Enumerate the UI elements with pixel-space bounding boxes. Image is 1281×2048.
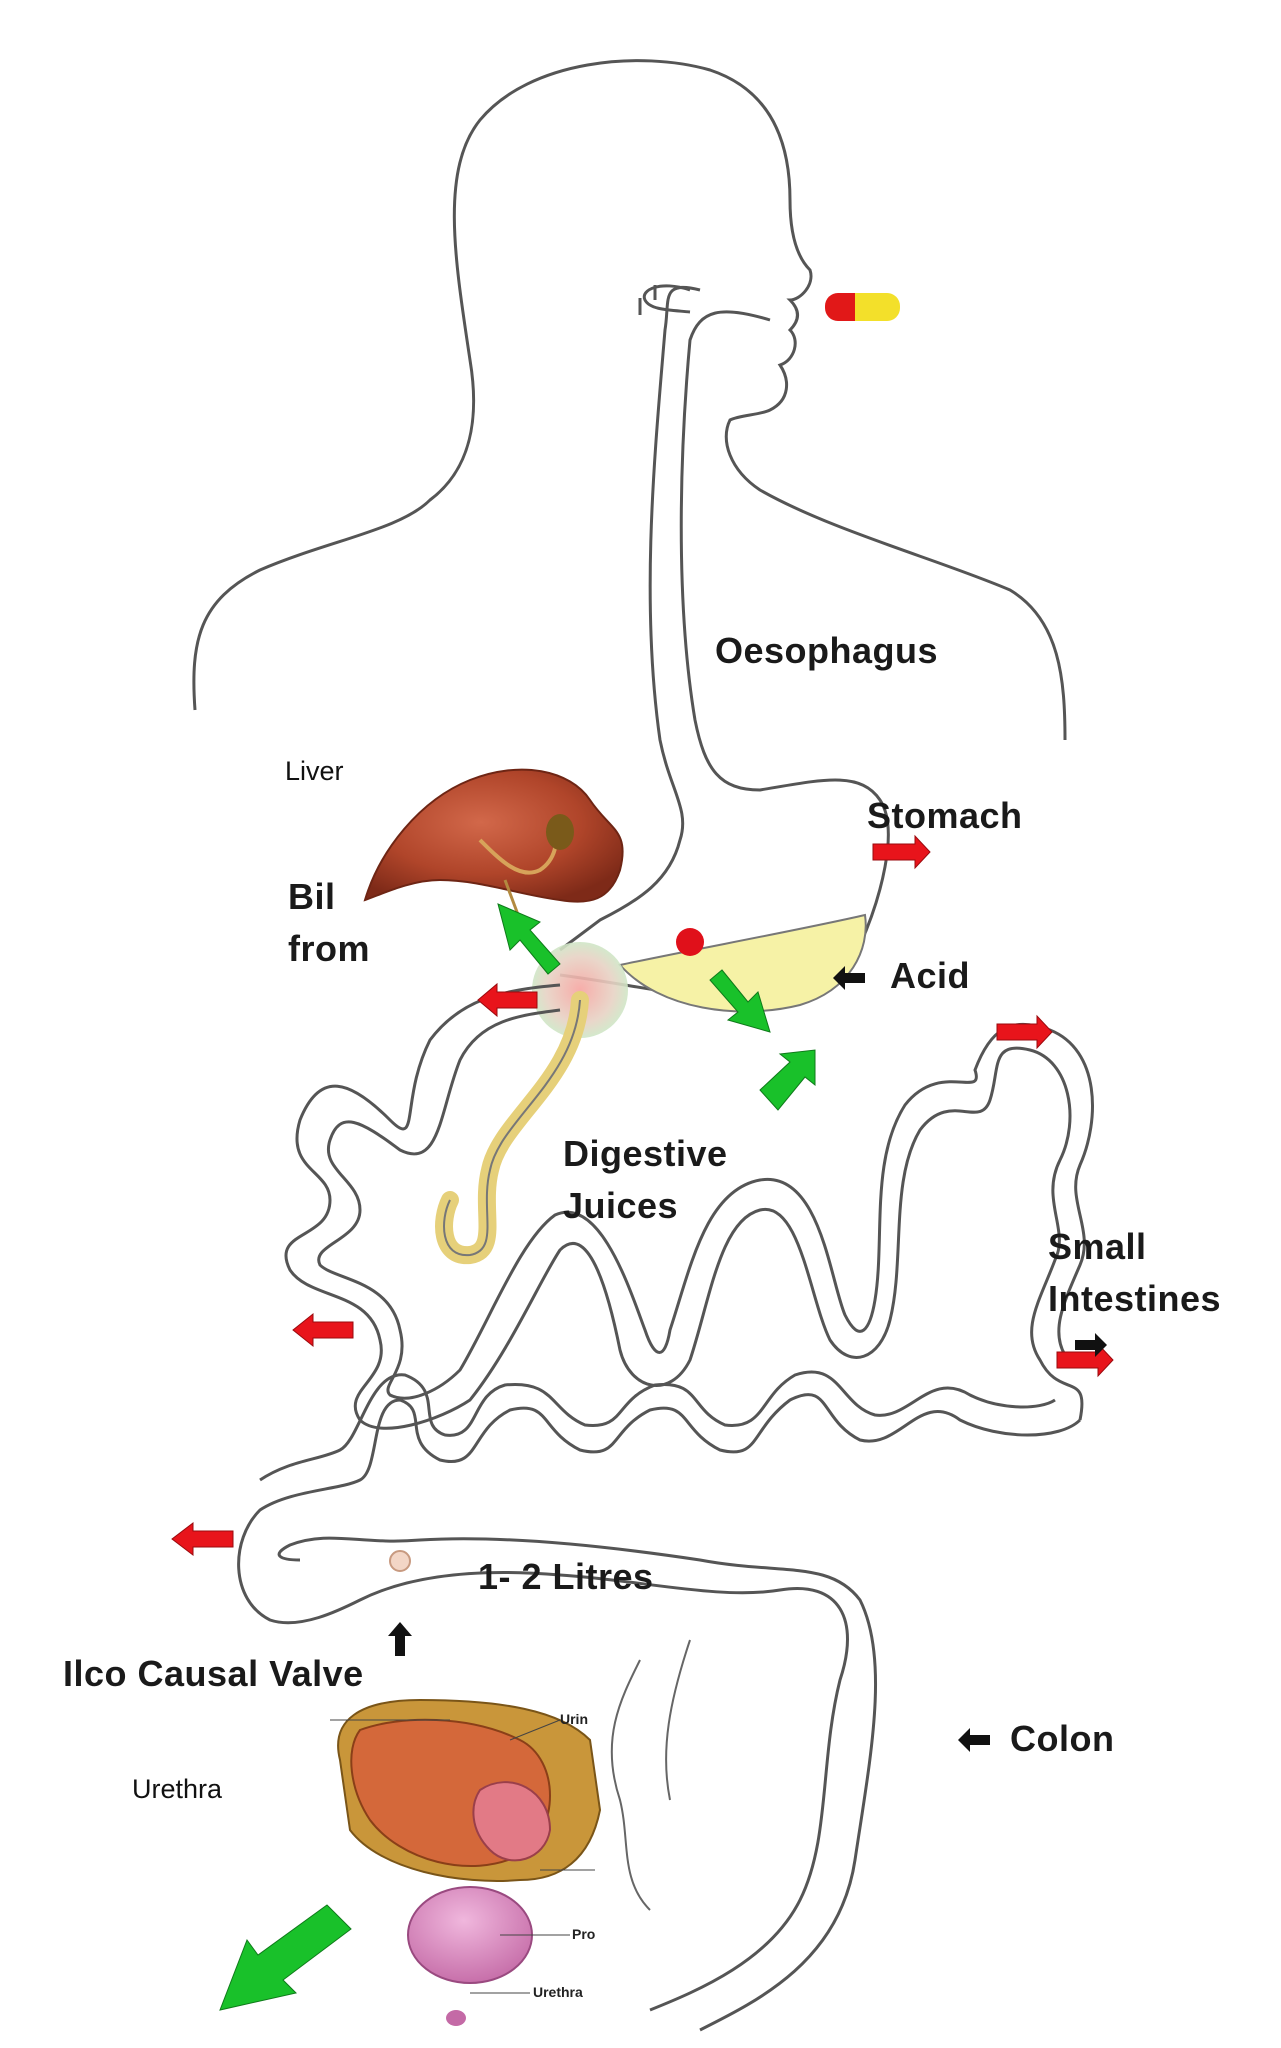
label-acid: Acid bbox=[890, 955, 970, 997]
label-bile-line2: from bbox=[288, 928, 370, 970]
green-arrow-icon bbox=[760, 1050, 815, 1110]
small-intestine-inner bbox=[319, 1010, 1093, 1398]
green-arrow-icon bbox=[498, 904, 560, 974]
label-stomach: Stomach bbox=[867, 795, 1023, 837]
red-arrow-icon bbox=[997, 1016, 1052, 1048]
colon-outline bbox=[612, 1640, 690, 1910]
label-digestive-line1: Digestive bbox=[563, 1133, 728, 1175]
small-intestine-outer bbox=[286, 985, 1082, 1428]
lower-intestine-inner bbox=[260, 1372, 1055, 2030]
green-arrow-icon bbox=[220, 1905, 351, 2010]
label-digestive-line2: Juices bbox=[563, 1185, 678, 1227]
red-arrow-icon bbox=[172, 1523, 233, 1555]
valve-marker bbox=[390, 1551, 410, 1571]
oesophagus-tube bbox=[640, 285, 690, 315]
label-colon: Colon bbox=[1010, 1718, 1114, 1760]
label-urethra: Urethra bbox=[132, 1774, 222, 1805]
label-small-line2: Intestines bbox=[1048, 1278, 1221, 1320]
inset-label-urin: Urin bbox=[560, 1711, 588, 1727]
red-arrow-icon bbox=[293, 1314, 353, 1346]
label-bile-line1: Bil bbox=[288, 876, 336, 918]
pointer-arrow-icon bbox=[388, 1622, 412, 1656]
capsule-icon bbox=[825, 293, 900, 321]
pointer-arrow-icon bbox=[958, 1728, 990, 1752]
lower-intestine-outer bbox=[239, 1395, 1080, 2010]
urinary-inset-image bbox=[330, 1700, 600, 2026]
label-litres: 1- 2 Litres bbox=[478, 1556, 654, 1598]
liver-image bbox=[365, 770, 623, 920]
pylorus-dot bbox=[676, 928, 704, 956]
label-oesophagus: Oesophagus bbox=[715, 630, 938, 672]
label-small-line1: Small bbox=[1048, 1226, 1147, 1268]
inset-label-urethra: Urethra bbox=[533, 1984, 583, 2000]
inset-label-pro: Pro bbox=[572, 1926, 595, 1942]
label-valve: Ilco Causal Valve bbox=[63, 1653, 364, 1695]
label-liver: Liver bbox=[285, 756, 344, 787]
red-arrow-icon bbox=[873, 836, 930, 868]
